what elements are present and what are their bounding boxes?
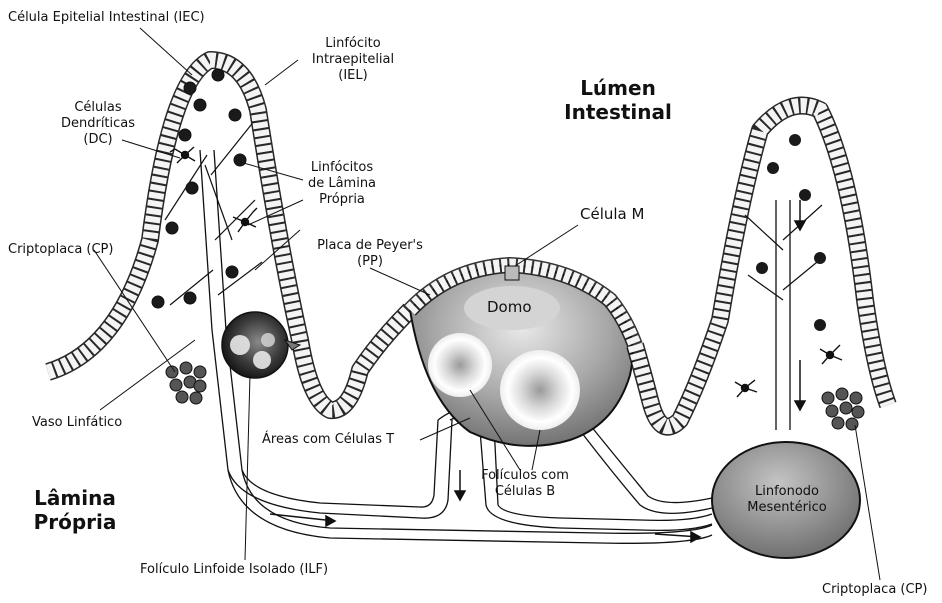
b-follicle-1 [428, 333, 492, 397]
label-lymph-node: Linfonodo Mesentérico [722, 484, 852, 516]
label-lumen: Lúmen Intestinal [548, 76, 688, 124]
label-lumen-line2: Intestinal [548, 100, 688, 124]
label-m-cell: Célula M [580, 206, 644, 222]
label-lpl: Linfócitos de Lâmina Própria [292, 160, 392, 208]
label-cp-right: Criptoplaca (CP) [822, 582, 927, 598]
label-pp-line2: (PP) [310, 254, 430, 270]
label-iel-line1: Linfócito [298, 36, 408, 52]
label-node-line2: Mesentérico [722, 500, 852, 516]
label-dc: Células Dendríticas (DC) [48, 100, 148, 148]
label-domo: Domo [487, 299, 532, 315]
label-lpl-line1: Linfócitos [292, 160, 392, 176]
label-b-follicles-line1: Folículos com [470, 468, 580, 484]
label-lpl-line3: Própria [292, 192, 392, 208]
label-cp-left: Criptoplaca (CP) [8, 242, 113, 258]
label-lpl-line2: de Lâmina [292, 176, 392, 192]
label-dc-line2: Dendríticas [48, 116, 148, 132]
label-node-line1: Linfonodo [722, 484, 852, 500]
label-dc-line3: (DC) [48, 132, 148, 148]
label-b-follicles-line2: Células B [470, 484, 580, 500]
m-cell [505, 266, 519, 280]
villus-branches-left [165, 120, 262, 305]
b-follicle-2 [500, 350, 580, 430]
label-t-areas: Áreas com Células T [262, 432, 394, 448]
peyers-patch [410, 265, 635, 446]
label-dc-line1: Células [48, 100, 148, 116]
label-vaso: Vaso Linfático [32, 415, 122, 431]
villus-branches-right [745, 205, 822, 300]
label-ilf: Folículo Linfoide Isolado (ILF) [140, 562, 328, 578]
label-lamina-line1: Lâmina [20, 486, 130, 510]
label-lamina-propria: Lâmina Própria [20, 486, 130, 534]
label-iec: Célula Epitelial Intestinal (IEC) [8, 10, 205, 26]
label-iel: Linfócito Intraepitelial (IEL) [298, 36, 408, 84]
label-lumen-line1: Lúmen [548, 76, 688, 100]
label-iel-line2: Intraepitelial [298, 52, 408, 68]
label-pp-line1: Placa de Peyer's [310, 238, 430, 254]
cryptoplaque-right [822, 388, 864, 430]
label-b-follicles: Folículos com Células B [470, 468, 580, 500]
label-lamina-line2: Própria [20, 510, 130, 534]
label-pp: Placa de Peyer's (PP) [310, 238, 430, 270]
label-iel-line3: (IEL) [298, 68, 408, 84]
